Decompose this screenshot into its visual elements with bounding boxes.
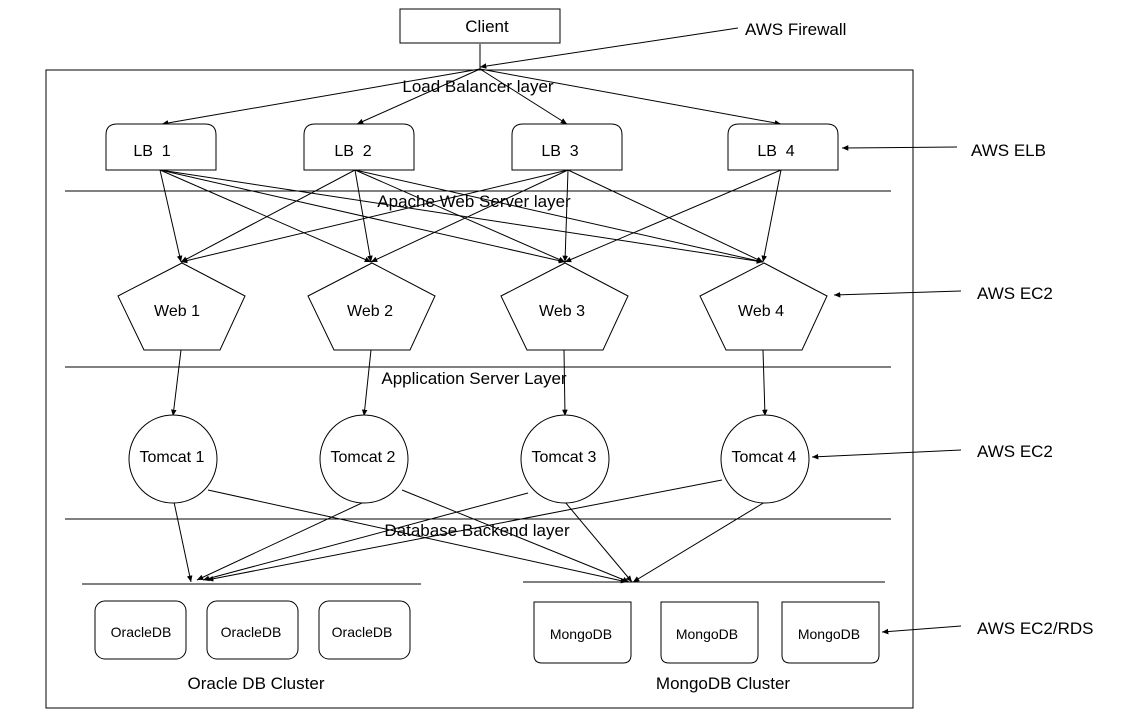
web-label-4: Web 4 xyxy=(738,303,784,320)
lb-node-1[interactable]: LB 1 xyxy=(105,123,217,171)
web-label-3: Web 3 xyxy=(539,303,585,320)
web-label-2: Web 2 xyxy=(347,303,393,320)
tomcat-node-4[interactable]: Tomcat 4 xyxy=(720,414,810,504)
aws-firewall-label: AWS Firewall xyxy=(745,20,846,39)
arrow-aws-elb xyxy=(841,145,958,151)
aws-ec2-web-label: AWS EC2 xyxy=(977,284,1053,303)
arrow-firewall-to-elb xyxy=(479,27,739,69)
client-node[interactable]: Client xyxy=(399,8,561,44)
arrow-hub-to-lb-3 xyxy=(479,68,568,125)
tomcat-node-1[interactable]: Tomcat 1 xyxy=(128,414,218,504)
layer-label-load-balancer: Load Balancer layer xyxy=(402,77,554,96)
tomcat-label-1: Tomcat 1 xyxy=(140,449,205,466)
lb-label-4: LB 4 xyxy=(757,143,794,160)
oracle-db-label-3: OracleDB xyxy=(332,624,393,640)
web-node-2[interactable]: Web 2 xyxy=(307,262,436,351)
mongo-db-node-1[interactable]: MongoDB xyxy=(533,601,632,664)
arrow-hub-to-lb-1 xyxy=(161,68,481,126)
tomcat-label-3: Tomcat 3 xyxy=(532,449,597,466)
web-to-tomcat-connections xyxy=(170,349,768,417)
mongo-db-node-3[interactable]: MongoDB xyxy=(781,601,880,664)
web-node-4[interactable]: Web 4 xyxy=(699,262,828,351)
arrow-hub-to-lb-2 xyxy=(356,68,481,125)
layer-label-app-server: Application Server Layer xyxy=(381,369,567,388)
tomcat-label-4: Tomcat 4 xyxy=(732,449,797,466)
oracle-db-node-3[interactable]: OracleDB xyxy=(318,600,411,660)
arrow-aws-ec2-app xyxy=(811,449,962,460)
tomcat-node-3[interactable]: Tomcat 3 xyxy=(520,414,610,504)
lb-node-3[interactable]: LB 3 xyxy=(511,123,623,171)
mongo-db-node-2[interactable]: MongoDB xyxy=(660,601,759,664)
oracle-db-node-1[interactable]: OracleDB xyxy=(94,600,187,660)
tomcat-label-2: Tomcat 2 xyxy=(331,449,396,466)
lb-node-4[interactable]: LB 4 xyxy=(727,123,839,171)
aws-ec2-rds-label: AWS EC2/RDS xyxy=(977,619,1094,638)
arrow-hub-to-lb-4 xyxy=(479,68,782,126)
aws-ec2-app-label: AWS EC2 xyxy=(977,442,1053,461)
vpc-boundary xyxy=(45,69,914,709)
aws-elb-label: AWS ELB xyxy=(971,141,1046,160)
tomcat-node-2[interactable]: Tomcat 2 xyxy=(319,414,409,504)
layer-label-db-backend: Database Backend layer xyxy=(384,521,570,540)
oracle-cluster-label: Oracle DB Cluster xyxy=(188,674,325,693)
tomcat-to-db-connections xyxy=(173,479,766,584)
arrow-aws-ec2-rds xyxy=(881,625,962,635)
mongo-db-label-3: MongoDB xyxy=(798,626,860,642)
mongo-cluster-label: MongoDB Cluster xyxy=(656,674,791,693)
client-label: Client xyxy=(465,17,509,36)
oracle-db-node-2[interactable]: OracleDB xyxy=(206,600,299,660)
lb-label-3: LB 3 xyxy=(541,143,578,160)
web-node-3[interactable]: Web 3 xyxy=(500,262,629,351)
lb-to-web-connections xyxy=(159,169,782,264)
web-label-1: Web 1 xyxy=(154,303,200,320)
mongo-db-label-2: MongoDB xyxy=(676,626,738,642)
lb-label-1: LB 1 xyxy=(133,143,170,160)
mongo-db-label-1: MongoDB xyxy=(550,626,612,642)
oracle-db-label-1: OracleDB xyxy=(111,624,172,640)
oracle-db-label-2: OracleDB xyxy=(221,624,282,640)
arrow-aws-ec2-web xyxy=(833,290,962,298)
lb-node-2[interactable]: LB 2 xyxy=(303,123,415,171)
lb-label-2: LB 2 xyxy=(334,143,371,160)
web-node-1[interactable]: Web 1 xyxy=(117,262,246,351)
layer-label-web-server: Apache Web Server layer xyxy=(377,192,571,211)
